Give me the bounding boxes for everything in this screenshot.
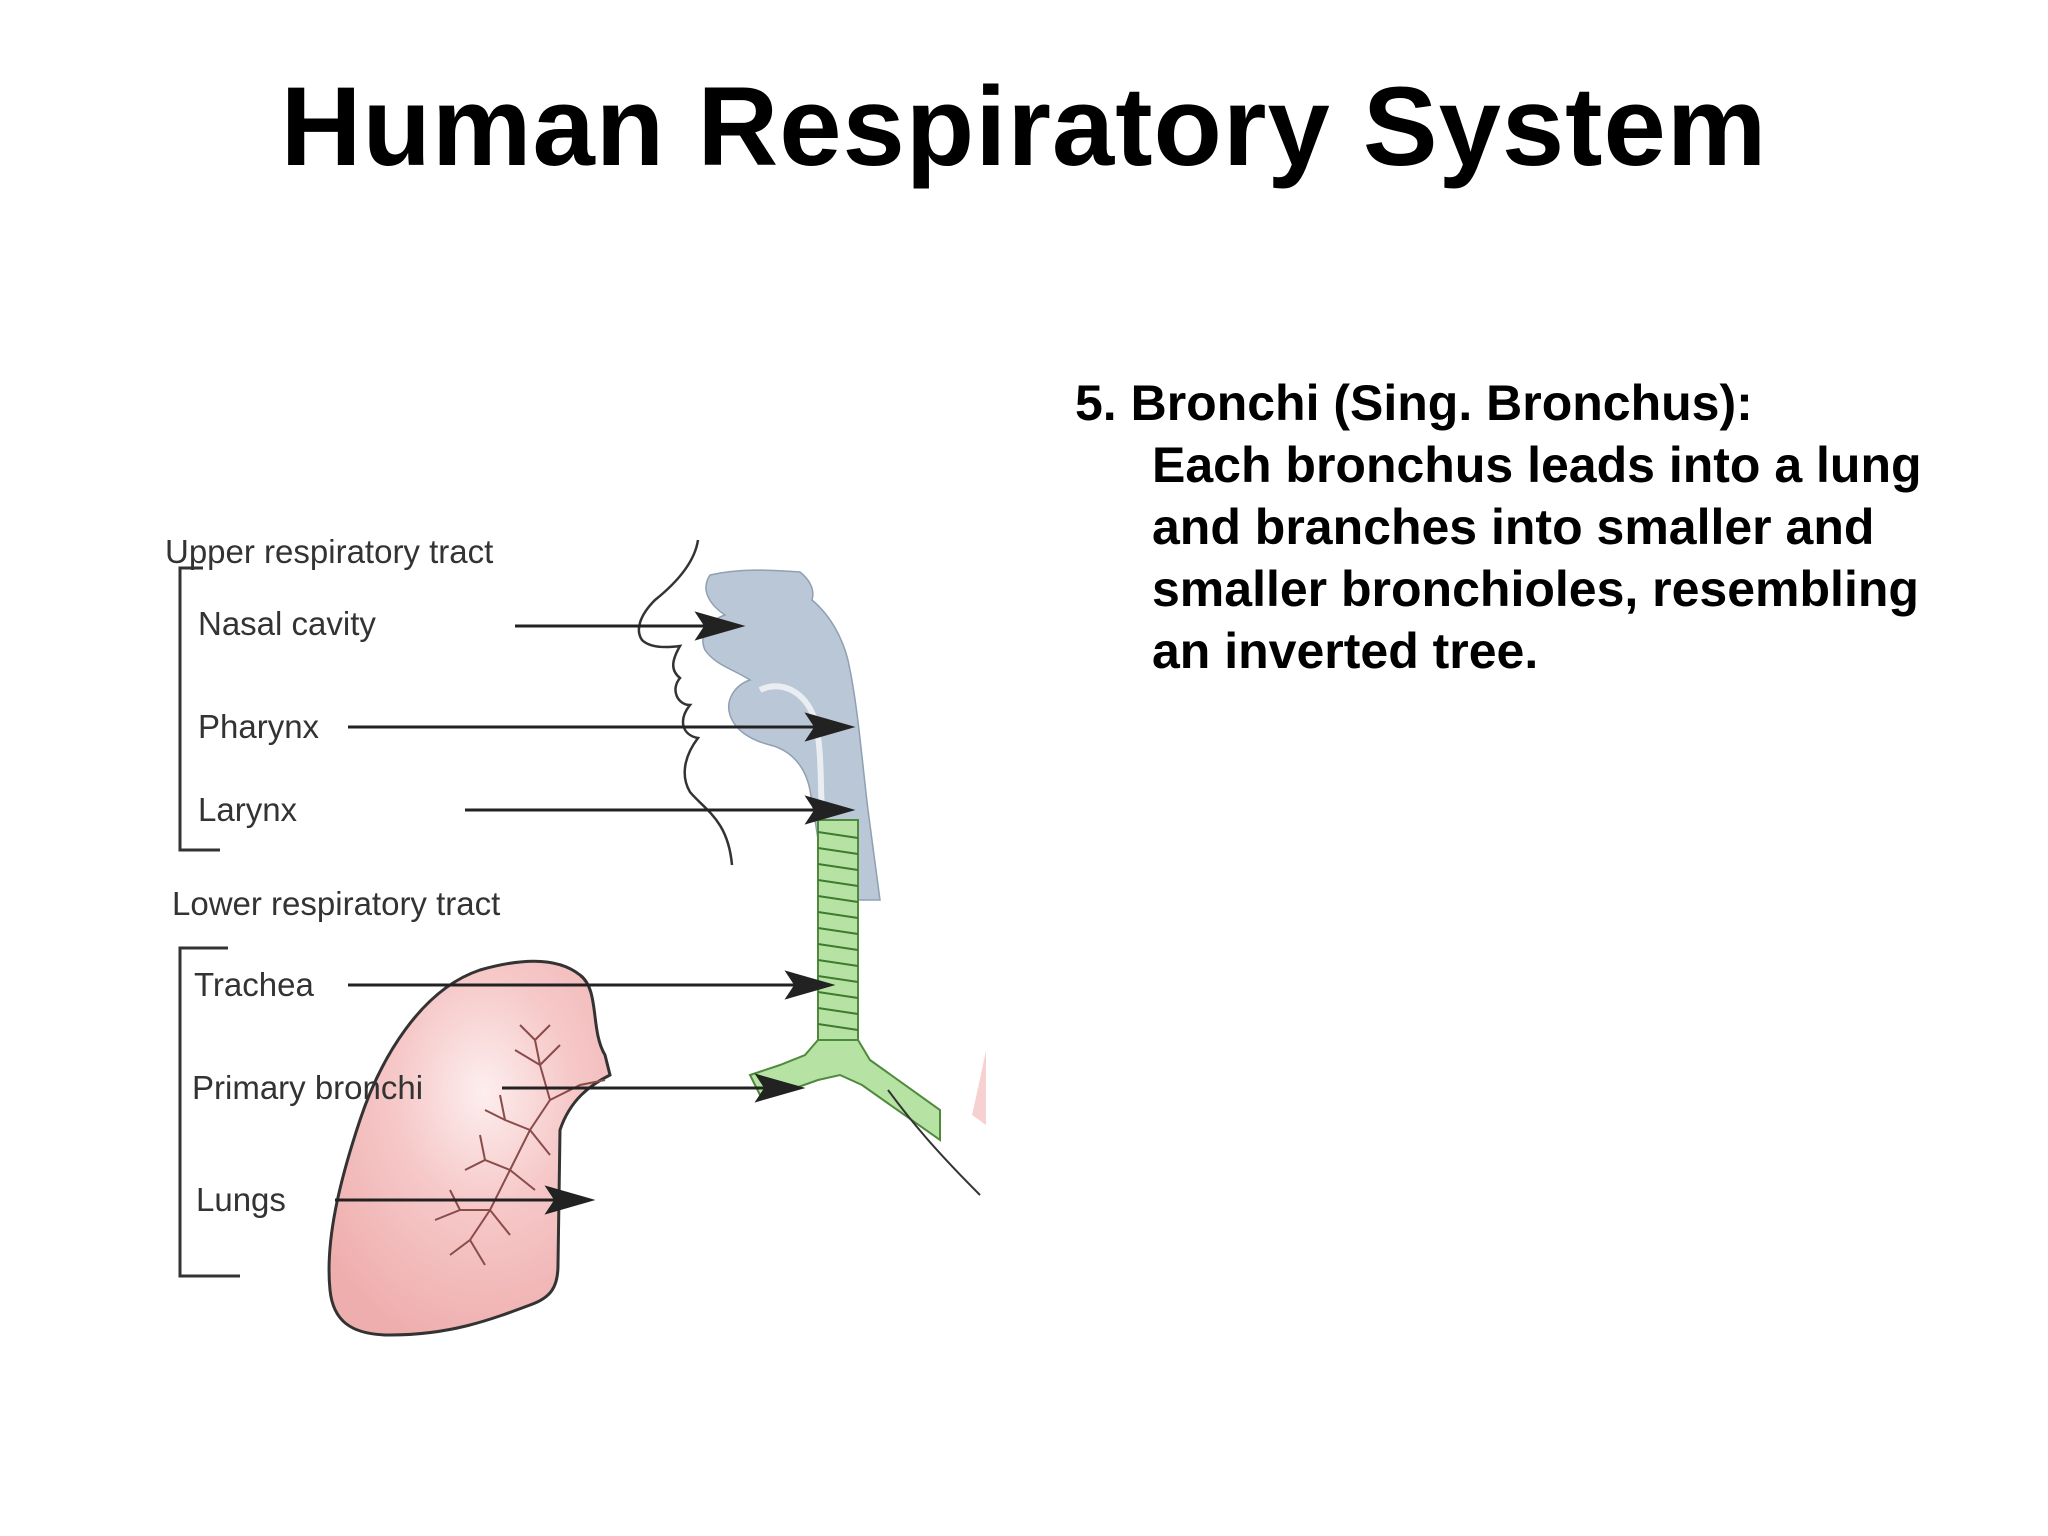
content-body: Each bronchus leads into a lung and bran… xyxy=(1152,437,1922,679)
lower-tract-label: Lower respiratory tract xyxy=(172,885,501,922)
upper-tract-label: Upper respiratory tract xyxy=(165,533,494,570)
larynx-label: Larynx xyxy=(198,791,298,828)
content-heading: 5. Bronchi (Sing. Bronchus): xyxy=(1075,375,1753,431)
primary-bronchi-shape xyxy=(748,1039,941,1142)
lung-shape xyxy=(327,959,612,1337)
right-lung-edge xyxy=(972,1050,986,1125)
right-pleura-line xyxy=(887,1089,981,1196)
pharynx-label: Pharynx xyxy=(198,708,320,745)
bronchial-tree xyxy=(434,1024,606,1266)
lungs-label: Lungs xyxy=(196,1181,286,1218)
primary-bronchi-label: Primary bronchi xyxy=(192,1069,424,1106)
lower-tract-bracket xyxy=(178,946,240,1278)
pointer-arrows xyxy=(335,611,856,1215)
respiratory-diagram: Upper respiratory tract Nasal cavity Pha… xyxy=(150,520,1000,1360)
respiratory-illustration xyxy=(178,539,986,1337)
nasal-cavity-label: Nasal cavity xyxy=(198,605,376,642)
trachea-label: Trachea xyxy=(194,966,314,1003)
face-outline xyxy=(637,539,734,866)
upper-tract-bracket xyxy=(178,566,220,852)
trachea-shape xyxy=(817,819,859,1051)
content-text: 5. Bronchi (Sing. Bronchus): Each bronch… xyxy=(1075,372,1975,682)
slide-title: Human Respiratory System xyxy=(280,64,1768,189)
